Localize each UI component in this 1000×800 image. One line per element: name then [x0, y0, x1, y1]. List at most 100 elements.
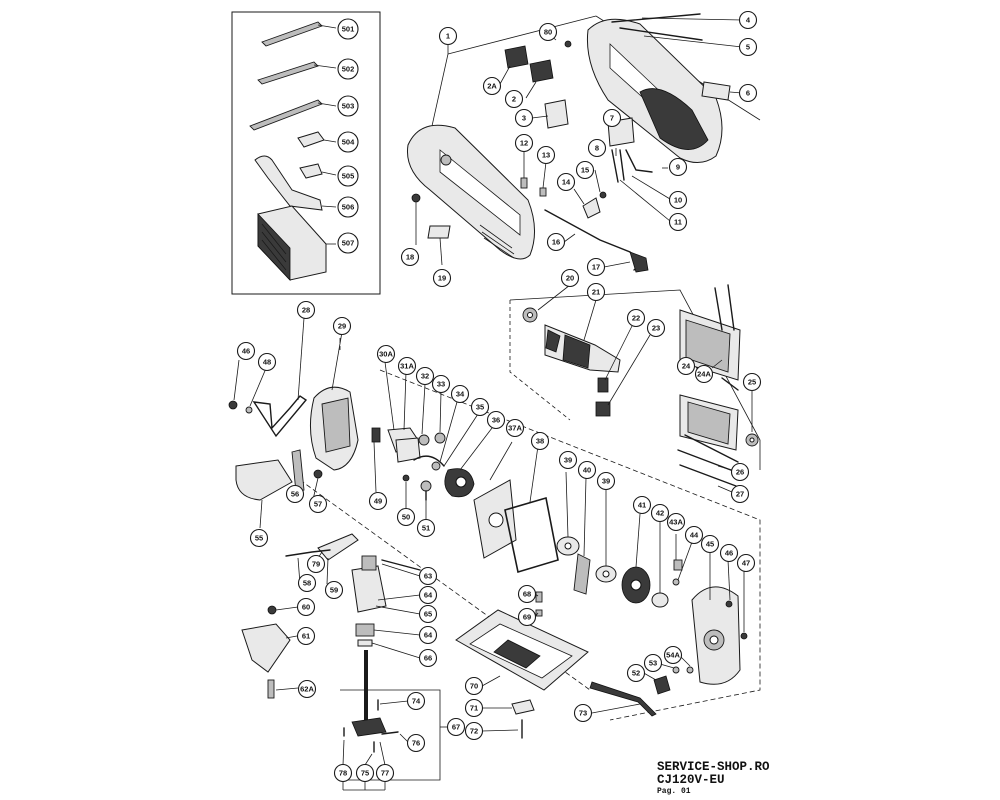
callout-21: 21 [586, 282, 606, 302]
callout-67: 67 [446, 717, 466, 737]
callout-76: 76 [406, 733, 426, 753]
svg-text:46: 46 [725, 549, 733, 558]
base-plate [455, 609, 589, 691]
svg-text:21: 21 [592, 288, 600, 297]
callout-48: 48 [257, 352, 277, 372]
svg-text:33: 33 [437, 380, 445, 389]
svg-text:2A: 2A [487, 82, 497, 91]
callout-26: 26 [730, 462, 750, 482]
callout-54A: 54A [663, 645, 683, 665]
svg-text:56: 56 [291, 490, 299, 499]
callout-50: 50 [396, 507, 416, 527]
callout-39-b: 39 [596, 471, 616, 491]
svg-text:58: 58 [303, 579, 311, 588]
callout-27: 27 [730, 484, 750, 504]
callout-74: 74 [406, 691, 426, 711]
callout-80: 80 [538, 22, 558, 42]
footer-site-name: SERVICE-SHOP.RO [657, 760, 770, 774]
svg-text:60: 60 [302, 603, 310, 612]
svg-text:24A: 24A [697, 370, 711, 379]
callout-37A: 37A [505, 418, 525, 438]
front-cover [691, 586, 741, 685]
svg-text:12: 12 [520, 139, 528, 148]
saw-blade-503 [249, 99, 337, 131]
callout-40: 40 [577, 460, 597, 480]
callouts: 1 2 2A 3 4 5 6 7 8 9 10 11 12 13 14 15 1… [236, 10, 762, 783]
callout-17: 17 [586, 257, 606, 277]
callout-56: 56 [285, 484, 305, 504]
callout-11: 11 [668, 212, 688, 232]
svg-text:61: 61 [302, 632, 310, 641]
svg-text:22: 22 [632, 314, 640, 323]
svg-text:74: 74 [412, 697, 421, 706]
callout-51: 51 [416, 518, 436, 538]
callout-1: 1 [438, 26, 458, 46]
svg-text:63: 63 [424, 572, 432, 581]
svg-text:52: 52 [632, 669, 640, 678]
svg-text:38: 38 [536, 437, 544, 446]
svg-text:28: 28 [302, 306, 310, 315]
svg-text:507: 507 [342, 239, 355, 248]
housing-assembly [406, 13, 761, 273]
callout-506: 506 [337, 196, 359, 218]
callout-49: 49 [368, 491, 388, 511]
svg-text:24: 24 [682, 362, 691, 371]
svg-text:73: 73 [579, 709, 587, 718]
svg-text:80: 80 [544, 28, 552, 37]
callout-62A: 62A [297, 679, 317, 699]
svg-text:40: 40 [583, 466, 591, 475]
gear-assembly [228, 330, 761, 781]
svg-text:15: 15 [581, 166, 589, 175]
callout-25: 25 [742, 372, 762, 392]
svg-text:54A: 54A [666, 651, 680, 660]
callout-41: 41 [632, 495, 652, 515]
callout-34: 34 [450, 384, 470, 404]
svg-text:31A: 31A [400, 362, 414, 371]
svg-text:1: 1 [446, 32, 450, 41]
svg-text:72: 72 [470, 727, 478, 736]
callout-30A: 30A [376, 344, 396, 364]
callout-64-a: 64 [418, 585, 438, 605]
svg-text:36: 36 [492, 416, 500, 425]
callout-55: 55 [249, 528, 269, 548]
callout-42: 42 [650, 503, 670, 523]
svg-text:57: 57 [314, 500, 322, 509]
callout-505: 505 [337, 165, 359, 187]
svg-text:42: 42 [656, 509, 664, 518]
callout-69: 69 [517, 607, 537, 627]
svg-text:69: 69 [523, 613, 531, 622]
callout-12: 12 [514, 133, 534, 153]
callout-45: 45 [700, 534, 720, 554]
svg-text:77: 77 [381, 769, 389, 778]
svg-text:51: 51 [422, 524, 430, 533]
callout-70: 70 [464, 676, 484, 696]
clip-505 [299, 163, 337, 179]
callout-66: 66 [418, 648, 438, 668]
callout-78: 78 [333, 763, 353, 783]
callout-58: 58 [297, 573, 317, 593]
svg-text:39: 39 [564, 456, 572, 465]
callout-53: 53 [643, 653, 663, 673]
callout-16: 16 [546, 232, 566, 252]
svg-text:59: 59 [330, 586, 338, 595]
svg-text:34: 34 [456, 390, 465, 399]
svg-text:64: 64 [424, 591, 433, 600]
callout-5: 5 [738, 37, 758, 57]
callout-501: 501 [337, 18, 359, 40]
right-housing [586, 18, 731, 163]
svg-text:25: 25 [748, 378, 756, 387]
callout-72: 72 [464, 721, 484, 741]
svg-text:11: 11 [674, 218, 682, 227]
callout-9: 9 [668, 157, 688, 177]
svg-text:30A: 30A [379, 350, 393, 359]
svg-text:16: 16 [552, 238, 560, 247]
svg-text:76: 76 [412, 739, 420, 748]
saw-blade-501 [261, 21, 337, 47]
svg-text:62A: 62A [300, 685, 314, 694]
svg-text:4: 4 [746, 16, 751, 25]
callout-15: 15 [575, 160, 595, 180]
dust-nozzle-506 [254, 155, 337, 211]
footer-page-number: Pag. 01 [657, 787, 691, 796]
svg-text:7: 7 [610, 114, 614, 123]
svg-text:46: 46 [242, 347, 250, 356]
